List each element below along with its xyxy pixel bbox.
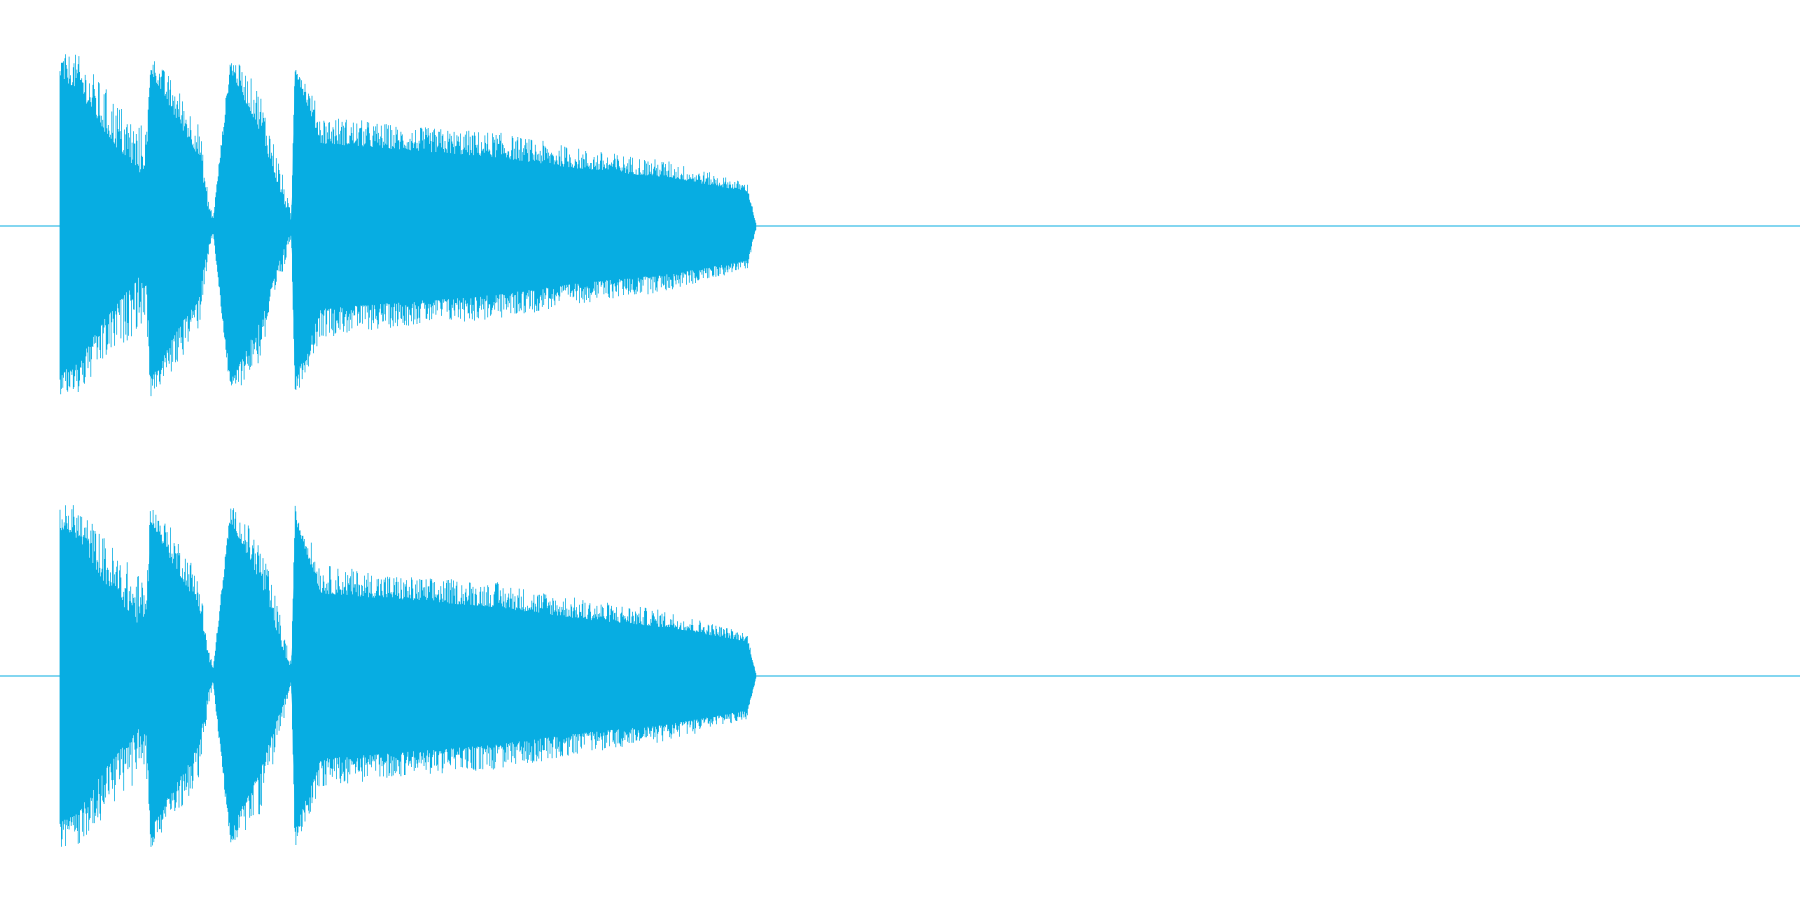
waveform-peaks: [59, 505, 757, 847]
channel-2-track: [0, 505, 1800, 847]
channel-1-track: [0, 54, 1800, 397]
channel-2-waveform: [59, 505, 757, 847]
waveform-peaks: [59, 54, 757, 397]
channel-1-waveform: [59, 54, 757, 397]
